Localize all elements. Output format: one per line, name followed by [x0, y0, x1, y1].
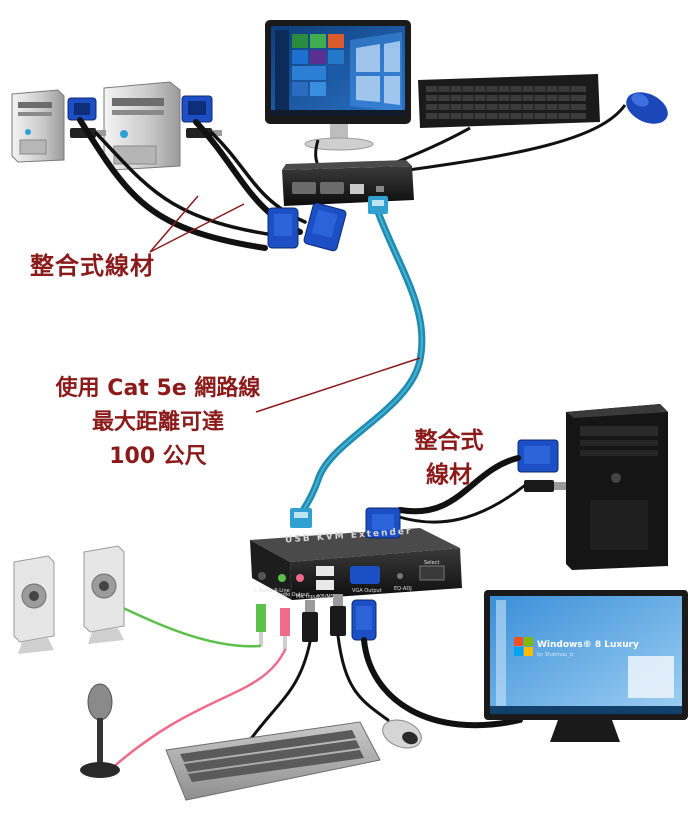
os-subtitle: by Shatmau_tr — [537, 652, 574, 658]
network-cable-cat5e — [296, 208, 426, 524]
microphone — [80, 683, 120, 778]
label-integrated-cable-right: 整合式 線材 — [404, 424, 494, 492]
port-label-line: L-Audio R-Line — [254, 588, 290, 594]
vga-plug-right-tower — [517, 439, 559, 473]
label-integrated-cable-top: 整合式線材 — [30, 252, 155, 280]
port-label-vga-output: VGA Output — [352, 588, 382, 594]
monitor-top — [265, 20, 411, 151]
integrated-cable-right — [394, 455, 526, 524]
vga-plug-receiver-top — [365, 507, 401, 539]
port-label-select: Select — [424, 560, 440, 566]
kvm-receiver — [250, 528, 462, 600]
audio-plug-green — [256, 604, 266, 646]
port-label-eq-adj: EQ-ADJ — [394, 586, 412, 592]
port-label-mic-input: Mic Input — [296, 594, 319, 600]
keyboard-bottom — [165, 721, 381, 801]
monitor-bottom — [484, 590, 688, 742]
speaker-right — [83, 545, 125, 644]
rj45-plug-top — [368, 196, 388, 214]
vga-plug-receiver-bottom — [351, 599, 377, 641]
pc-tower-left — [11, 89, 65, 163]
vga-plug-transmitter-1 — [267, 207, 299, 249]
port-label-audio-output: Audio Output — [276, 592, 310, 598]
speaker-left — [13, 555, 55, 654]
label-integrated-cable-right-line1: 整合式 — [414, 428, 484, 454]
label-cat5e-line2: 最大距離可達 — [91, 410, 224, 435]
label-integrated-cable-right-line2: 線材 — [426, 462, 472, 488]
keyboard-top — [418, 74, 600, 128]
windows-logo-icon — [514, 637, 533, 656]
usb-plug-mouse — [330, 594, 346, 636]
kvm-transmitter — [282, 160, 414, 206]
pc-tower-middle — [103, 81, 181, 171]
mouse-top — [626, 92, 668, 124]
start-menu-tiles — [275, 30, 344, 110]
label-pointer-lines — [149, 195, 421, 413]
os-title: Windows® 8 Luxury — [537, 640, 639, 650]
pc-tower-right — [566, 404, 668, 570]
label-cat5e-line1: 使用 Cat 5e 網路線 — [55, 376, 261, 401]
rj45-plug-bottom — [290, 508, 312, 528]
vga-connector-middle-tower — [181, 95, 213, 123]
bottom-cables — [108, 600, 523, 772]
vga-connector-left-tower — [67, 97, 97, 121]
label-cat5e-distance: 使用 Cat 5e 網路線 最大距離可達 100 公尺 — [8, 372, 308, 474]
mouse-bottom — [382, 719, 422, 749]
port-label-kbms: KB/MS — [318, 594, 334, 600]
vga-plug-transmitter-2 — [303, 202, 347, 252]
usb-plug-right-tower — [524, 480, 566, 492]
usb-plug-keyboard — [302, 600, 318, 642]
label-cat5e-line3: 100 公尺 — [109, 444, 207, 469]
mic-plug-pink — [280, 608, 290, 650]
